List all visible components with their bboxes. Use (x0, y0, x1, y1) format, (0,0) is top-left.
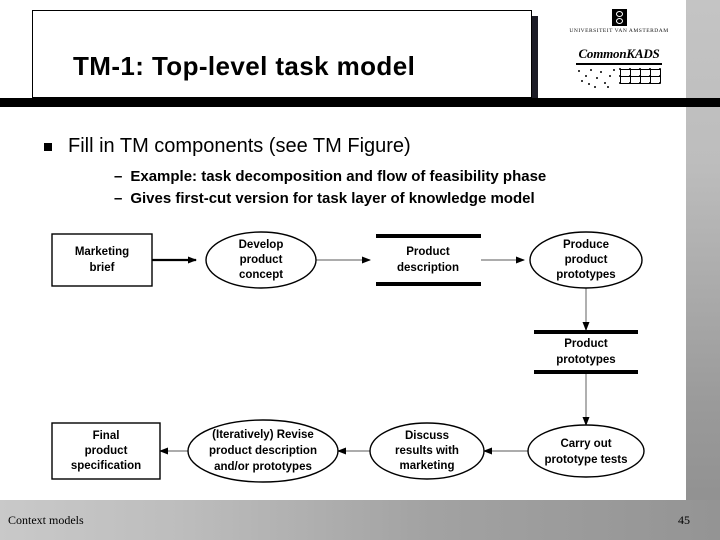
node-label-line: product (565, 254, 608, 266)
node-label-line: prototypes (556, 269, 615, 281)
logo-block: UNIVERSITEIT VAN AMSTERDAM CommonKADS (556, 4, 682, 96)
node-label-line: Discuss (405, 430, 449, 442)
dash-bullet-icon: – (114, 168, 123, 185)
bullet-level2-label: Example: task decomposition and flow of … (130, 168, 547, 185)
node-label-line: product description (209, 445, 317, 457)
node-product-prototypes: Product prototypes (534, 330, 638, 374)
node-develop-product-concept: Develop product concept (205, 231, 317, 289)
node-iteratively-revise: (Iteratively) Revise product description… (187, 419, 339, 483)
bullet-level2-label: Gives first-cut version for task layer o… (130, 190, 535, 208)
node-discuss-results-with-marketing: Discuss results with marketing (369, 422, 485, 480)
bullet-level1: Fill in TM components (see TM Figure) (44, 134, 664, 159)
bullet-level1-label: Fill in TM components (see TM Figure) (68, 135, 411, 157)
slide-page-number: 45 (678, 513, 690, 527)
node-label-line: prototype tests (544, 454, 627, 466)
node-label-line: specification (71, 460, 141, 472)
node-label-line: marketing (400, 460, 455, 472)
node-label-line: concept (239, 269, 283, 281)
node-final-product-specification: Final product specification (51, 422, 161, 480)
footer-section-label: Context models (8, 513, 84, 527)
node-label-line: Product (564, 338, 608, 350)
node-produce-product-prototypes: Produce product prototypes (529, 231, 643, 289)
task-flow-diagram: Marketing brief Develop product concept … (0, 222, 686, 494)
node-marketing-brief: Marketing brief (51, 233, 153, 287)
slide-footer: Context models 45 (0, 500, 720, 540)
node-label-line: product (240, 254, 283, 266)
node-label-line: description (397, 262, 459, 274)
node-label-line: Carry out (560, 438, 611, 450)
node-label-line: Produce (563, 239, 609, 251)
title-box: TM-1: Top-level task model (32, 10, 532, 98)
bullet-level2: – Gives first-cut version for task layer… (114, 189, 664, 209)
university-logo-text: UNIVERSITEIT VAN AMSTERDAM (569, 28, 669, 34)
page-title: TM-1: Top-level task model (73, 51, 416, 81)
node-carry-out-prototype-tests: Carry out prototype tests (527, 424, 645, 478)
node-product-description: Product description (376, 234, 481, 286)
commonkads-logo: CommonKADS (556, 46, 682, 89)
node-label-line: and/or prototypes (214, 461, 312, 473)
square-bullet-icon (44, 143, 52, 151)
node-label-line: brief (90, 262, 115, 274)
node-label-line: results with (395, 445, 459, 457)
dash-bullet-icon: – (114, 190, 123, 208)
header-divider-bar (0, 98, 720, 107)
university-crest-icon (611, 9, 627, 26)
node-label-line: prototypes (556, 354, 615, 366)
bullet-level2: – Example: task decomposition and flow o… (114, 167, 664, 187)
node-label-line: Final (93, 430, 120, 442)
node-label-line: product (85, 445, 128, 457)
commonkads-underline (576, 63, 662, 65)
node-label-line: Marketing (75, 246, 129, 258)
node-label-line: Product (406, 246, 450, 258)
right-decorative-strip (686, 0, 720, 540)
diagram-edges (152, 256, 590, 455)
commonkads-grid-icon (576, 67, 662, 89)
node-label-line: (Iteratively) Revise (212, 429, 314, 441)
bullet-list: Fill in TM components (see TM Figure) – … (44, 134, 664, 212)
node-label-line: Develop (239, 239, 284, 251)
commonkads-logo-text: CommonKADS (578, 46, 660, 61)
